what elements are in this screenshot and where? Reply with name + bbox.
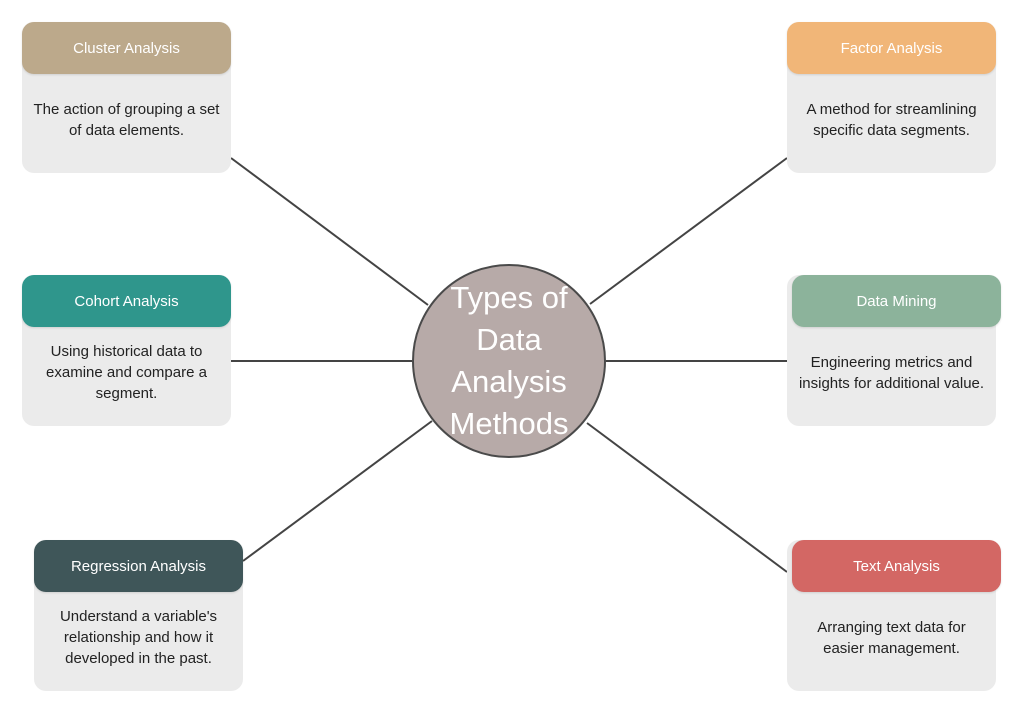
node-regression-analysis: Regression Analysis Understand a variabl… [34,540,243,691]
connector-cluster [230,157,429,306]
node-description: Using historical data to examine and com… [46,343,207,402]
center-title: Types of Data Analysis Methods [449,280,569,441]
node-title: Text Analysis [792,540,1001,592]
node-text-analysis: Text Analysis Arranging text data for ea… [787,540,1001,691]
connector-regression [242,420,433,562]
node-data-mining: Data Mining Engineering metrics and insi… [787,275,1001,426]
connector-text [586,422,788,573]
node-title: Cluster Analysis [22,22,231,74]
center-node: Types of Data Analysis Methods [412,264,606,458]
node-title: Cohort Analysis [22,275,231,327]
node-description: The action of grouping a set of data ele… [33,100,220,139]
node-title: Regression Analysis [34,540,243,592]
node-cohort-analysis: Cohort Analysis Using historical data to… [22,275,231,426]
connector-factor [589,157,788,305]
node-factor-analysis: Factor Analysis A method for streamlinin… [787,22,996,173]
node-cluster-analysis: Cluster Analysis The action of grouping … [22,22,231,173]
node-description: Engineering metrics and insights for add… [798,353,985,392]
node-description: Understand a variable's relationship and… [59,608,218,667]
node-title: Factor Analysis [787,22,996,74]
node-title: Data Mining [792,275,1001,327]
node-description: Arranging text data for easier managemen… [817,618,966,657]
node-description: A method for streamlining specific data … [806,100,977,139]
